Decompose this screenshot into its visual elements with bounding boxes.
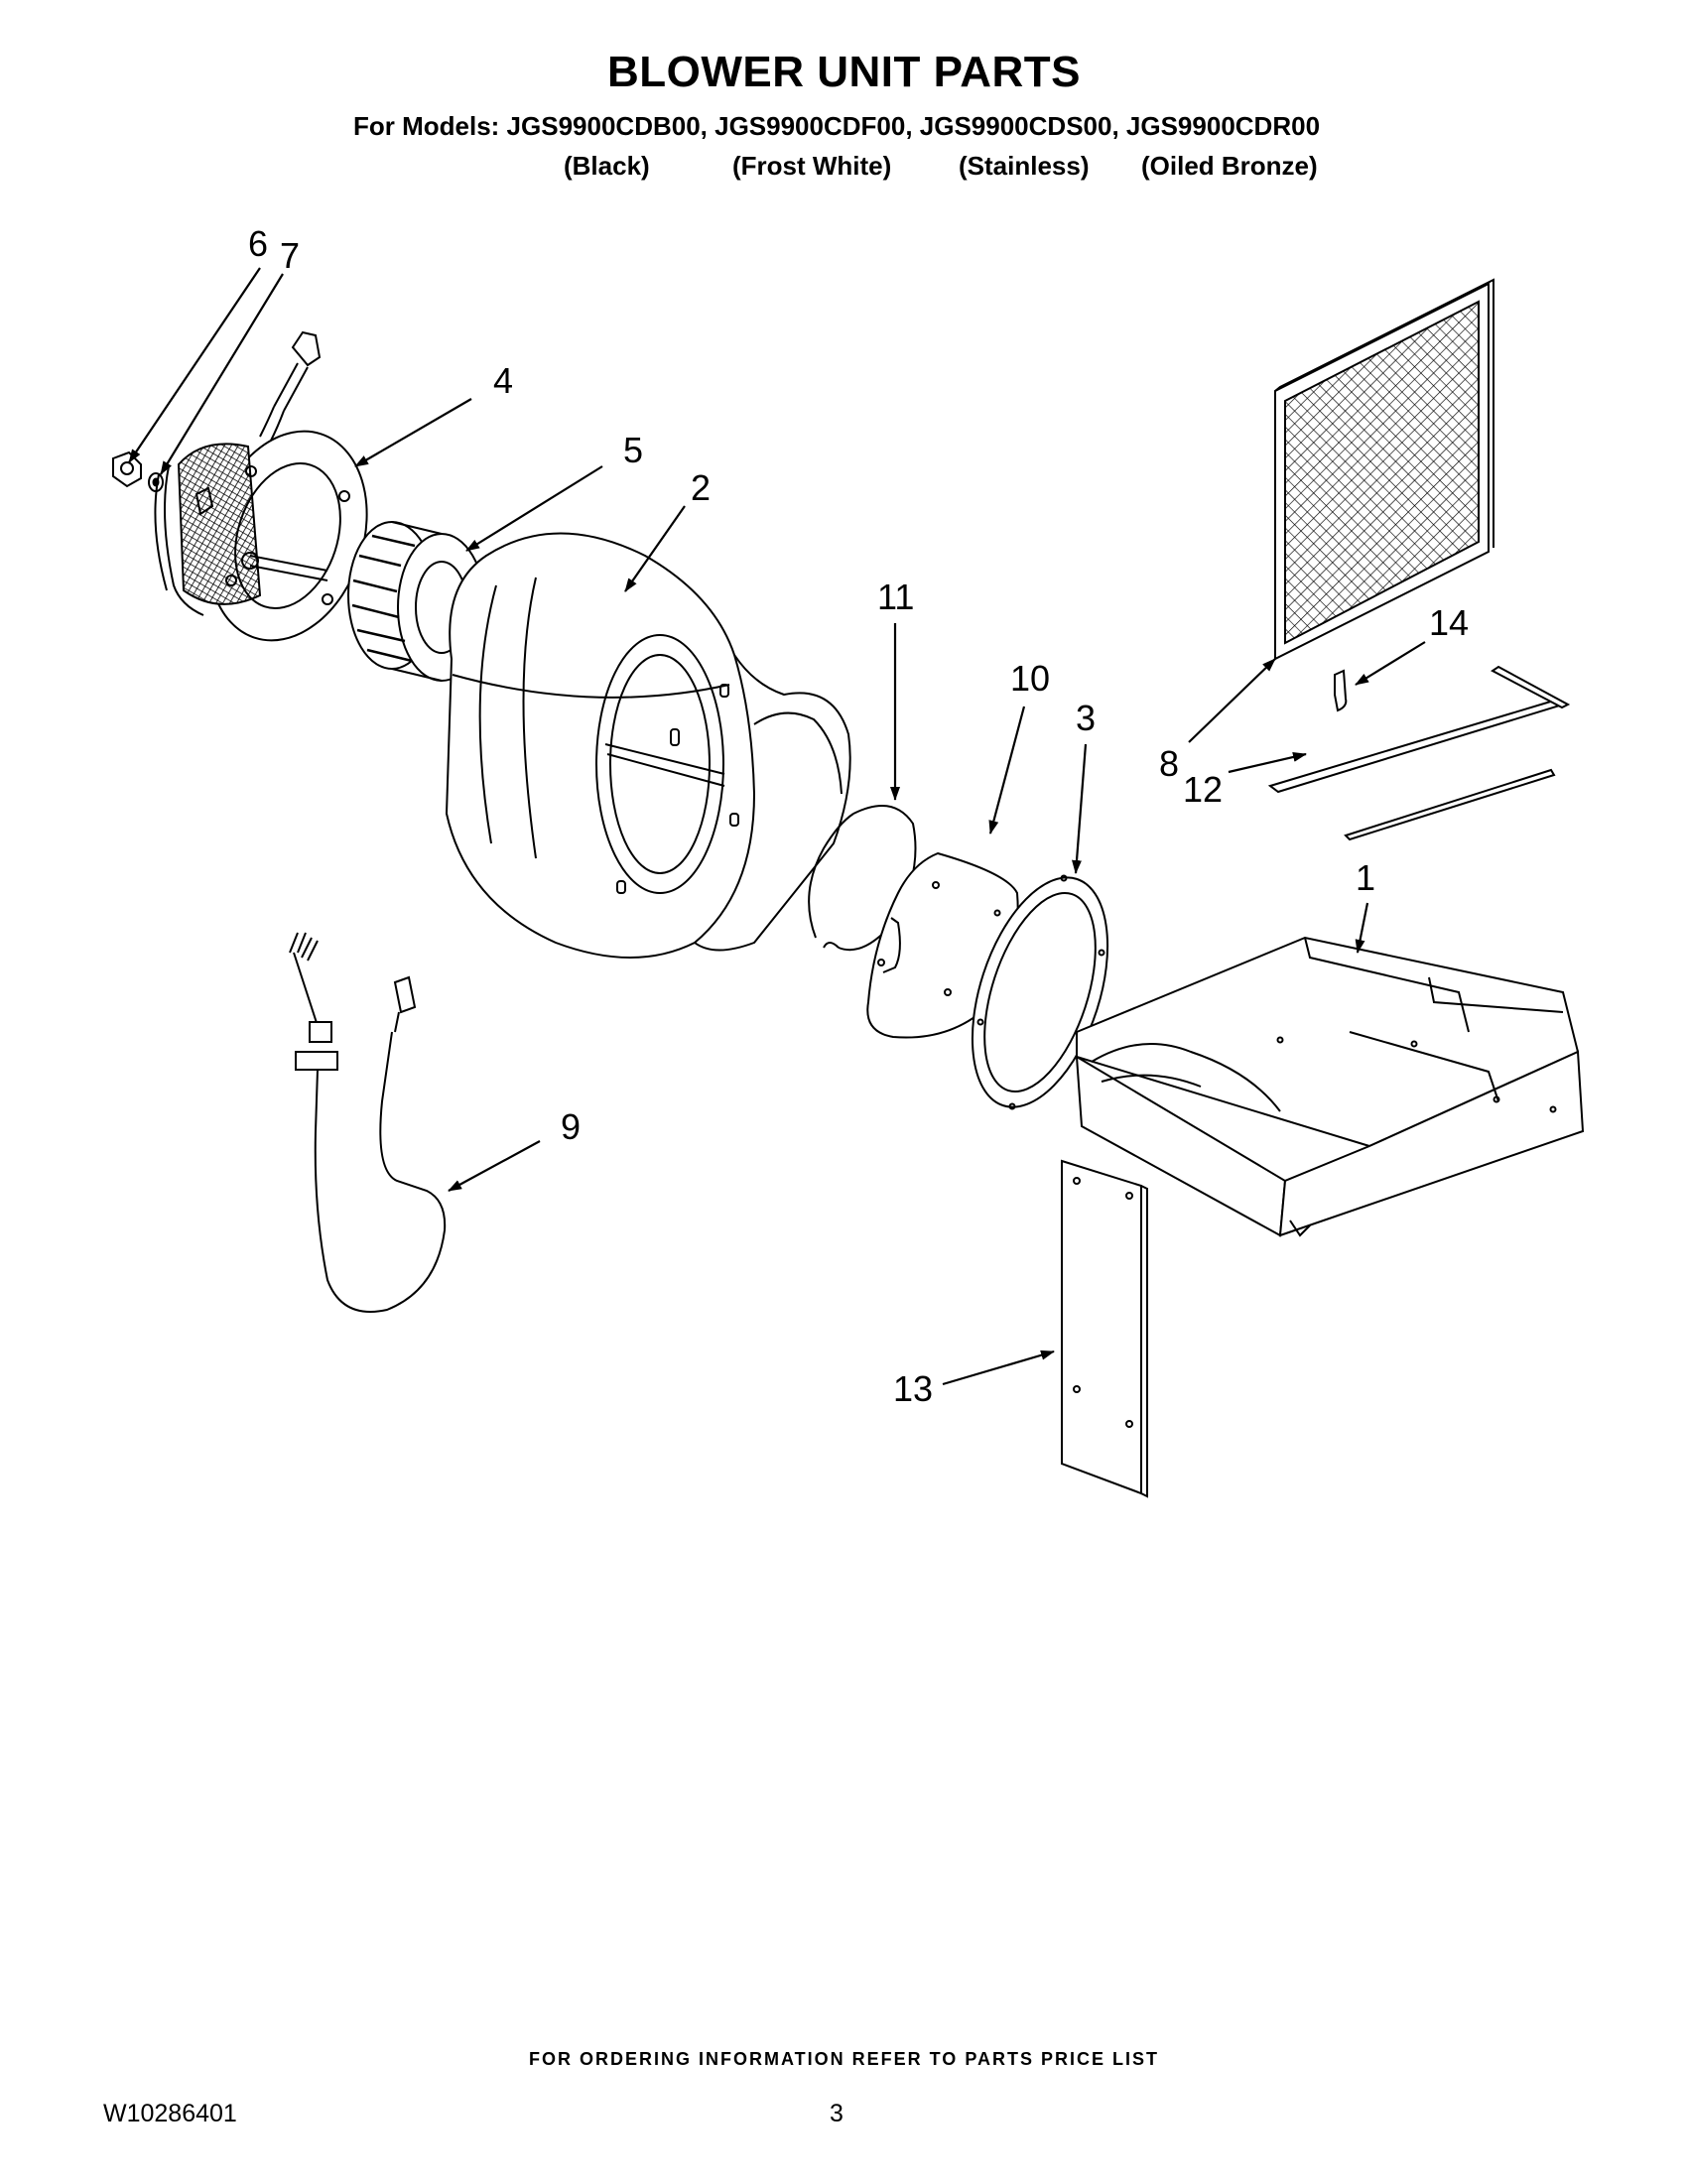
callout-2: 2 [691, 467, 711, 508]
part-3-gasket-ring [971, 874, 1109, 1110]
part-4-motor [154, 330, 368, 642]
callout-12: 12 [1183, 769, 1223, 810]
callout-11: 11 [877, 577, 914, 617]
part-12-gasket-strips [1267, 665, 1571, 841]
callout-1: 1 [1356, 857, 1375, 898]
leader-14 [1355, 641, 1426, 686]
part-2-blower-housing [445, 532, 851, 959]
leader-10 [988, 706, 1026, 835]
leader-8 [1188, 658, 1276, 743]
callout-7: 7 [280, 235, 300, 276]
callout-14: 14 [1429, 602, 1469, 643]
variant-black: (Black) [564, 151, 650, 181]
leader-4 [354, 398, 472, 467]
callout-5: 5 [623, 430, 643, 470]
leader-3 [1072, 743, 1088, 874]
part-14-clip [1334, 669, 1348, 712]
page-title: BLOWER UNIT PARTS [607, 48, 1081, 96]
callout-13: 13 [893, 1368, 933, 1409]
models-line: For Models: JGS9900CDB00, JGS9900CDF00, … [353, 111, 1321, 141]
leader-5 [465, 465, 603, 552]
leader-7 [160, 273, 284, 475]
variant-frost-white: (Frost White) [732, 151, 892, 181]
part-13-panel [1061, 1159, 1148, 1498]
page-number: 3 [830, 2100, 844, 2127]
part-6-nut [112, 450, 142, 488]
leader-1 [1355, 902, 1369, 954]
leader-13 [942, 1349, 1055, 1386]
callout-9: 9 [561, 1106, 581, 1147]
document-number: W10286401 [103, 2100, 237, 2127]
part-9-power-cord [289, 932, 447, 1313]
leader-2 [624, 505, 686, 592]
variant-stainless: (Stainless) [959, 151, 1090, 181]
part-1-blower-box [1075, 936, 1585, 1237]
variant-oiled-bronze: (Oiled Bronze) [1141, 151, 1318, 181]
callout-10: 10 [1010, 658, 1050, 699]
part-8-grease-filter [1274, 278, 1494, 661]
leader-12 [1228, 752, 1307, 774]
ordering-info-note: FOR ORDERING INFORMATION REFER TO PARTS … [528, 2049, 1159, 2069]
callout-8: 8 [1159, 743, 1179, 784]
leader-6 [128, 267, 261, 463]
leader-9 [448, 1140, 541, 1192]
callout-3: 3 [1076, 698, 1096, 738]
callout-6: 6 [248, 223, 268, 264]
callout-4: 4 [493, 360, 513, 401]
